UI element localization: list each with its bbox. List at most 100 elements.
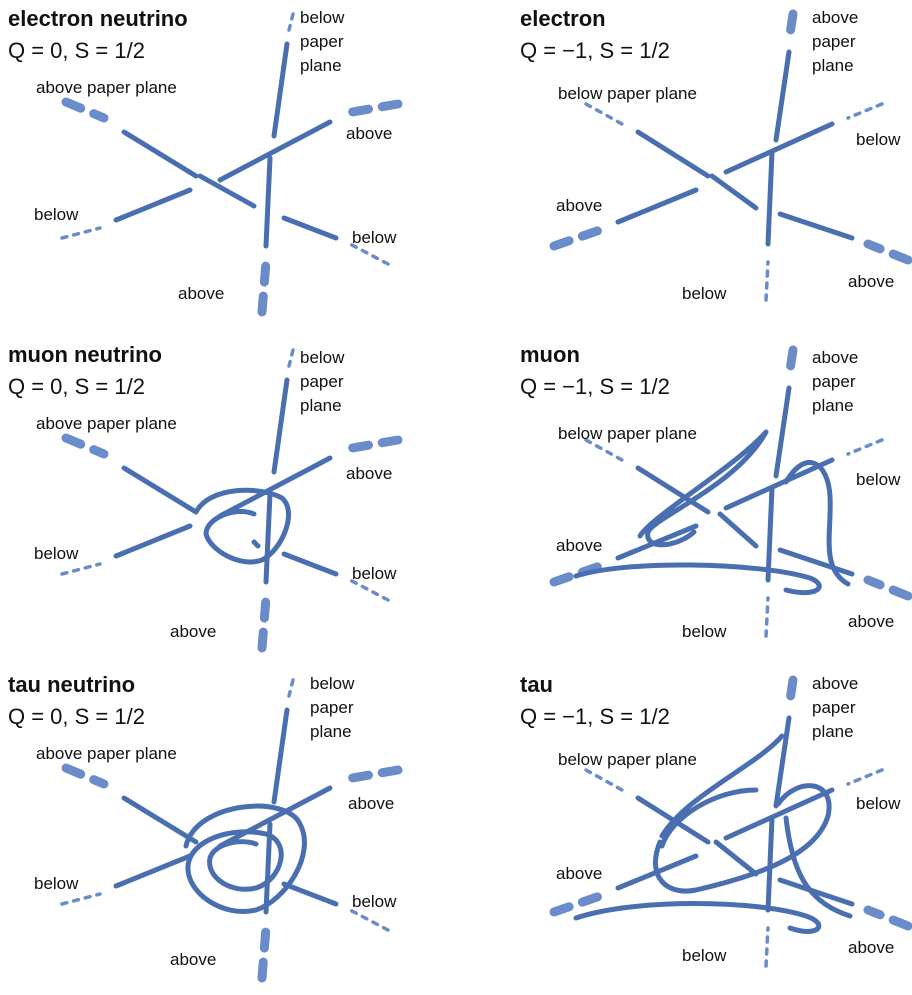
label-right-strand: above	[346, 464, 393, 483]
strand-left	[121, 795, 199, 845]
strand-lowright-tip	[863, 905, 912, 931]
panel-title: electron	[520, 6, 606, 31]
strand-right-tip	[846, 438, 884, 456]
strand-bottom-tip	[257, 923, 271, 983]
strand-lowleft	[113, 523, 193, 559]
label-lowright-strand: below	[352, 228, 397, 247]
charge-spin-label: Q = −1, S = 1/2	[520, 374, 670, 399]
strand-lowleft-tip	[549, 561, 605, 587]
strand-up-tip	[785, 9, 798, 39]
label-lowright-strand: below	[352, 564, 397, 583]
strand-left	[635, 465, 711, 515]
strand-bottom-tip	[257, 257, 271, 317]
strand-up	[271, 377, 290, 475]
tangle-muon	[549, 345, 912, 638]
strand-right	[723, 457, 835, 511]
strand-up-tip	[785, 345, 798, 375]
core-crossing-a	[709, 173, 759, 211]
tangle-tau	[549, 675, 912, 968]
label-left-strand: below paper plane	[558, 750, 697, 769]
charge-spin-label: Q = −1, S = 1/2	[520, 38, 670, 63]
charge-spin-label: Q = 0, S = 1/2	[8, 374, 145, 399]
strand-lowright	[777, 877, 855, 907]
label-lowright-strand: above	[848, 938, 895, 957]
core-loop-2	[573, 733, 853, 934]
strand-lowleft-tip	[60, 892, 102, 906]
label-right-strand: above	[348, 794, 395, 813]
panel-title: tau neutrino	[8, 672, 136, 697]
strand-lowleft-tip	[60, 226, 102, 240]
strand-bottom	[263, 821, 273, 915]
label-right-strand: below	[856, 470, 901, 489]
charge-spin-label: Q = 0, S = 1/2	[8, 704, 145, 729]
strand-bottom-tip	[764, 260, 770, 302]
strand-right-tip	[846, 102, 884, 120]
label-right-strand: above	[346, 124, 393, 143]
panel-title: tau	[520, 672, 553, 697]
label-left-strand: above paper plane	[36, 744, 177, 763]
strand-lowright-tip	[348, 578, 390, 602]
label-right-strand: below	[856, 794, 901, 813]
label-lowleft-strand: below	[34, 205, 79, 224]
strand-bottom-tip	[257, 593, 271, 653]
strand-lowleft-tip	[549, 225, 605, 251]
strand-up-tip	[287, 12, 295, 32]
strand-right-tip	[347, 765, 403, 783]
strand-bottom-tip	[764, 926, 770, 968]
strand-up	[773, 385, 792, 479]
label-bottom-strand: below	[682, 622, 727, 641]
label-lowleft-strand: above	[556, 864, 603, 883]
label-lowright-strand: above	[848, 612, 895, 631]
strand-up-tip	[287, 348, 295, 368]
strand-left-tip	[61, 433, 109, 459]
strand-up-tip	[785, 675, 798, 705]
core-loop-1	[193, 487, 292, 565]
strand-left-tip	[584, 438, 624, 462]
strand-right	[217, 785, 333, 849]
label-lowleft-strand: below	[34, 874, 79, 893]
strand-left-tip	[584, 102, 624, 126]
label-bottom-strand: below	[682, 946, 727, 965]
strand-up	[271, 707, 290, 805]
strand-lowright	[281, 551, 339, 577]
strand-left-tip	[584, 768, 624, 792]
panel-title: electron neutrino	[8, 6, 188, 31]
core-tail	[251, 539, 261, 549]
strand-lowleft	[113, 187, 193, 223]
label-left-strand: above paper plane	[36, 78, 177, 97]
strand-lowright	[777, 547, 855, 577]
label-bottom-strand: above	[178, 284, 225, 303]
strand-up-tip	[287, 678, 295, 698]
strand-left	[635, 129, 711, 179]
tangle-electron-neutrino	[60, 12, 403, 317]
strand-right-tip	[347, 99, 403, 117]
tangle-muon-neutrino	[60, 348, 403, 653]
strand-bottom	[263, 155, 273, 249]
strand-bottom	[765, 149, 775, 247]
strand-bottom	[765, 815, 775, 913]
core-loop-1	[573, 429, 851, 596]
strand-lowleft	[615, 187, 699, 225]
strand-up	[773, 49, 792, 143]
strand-right-tip	[846, 768, 884, 786]
core-crossing-a	[197, 173, 257, 209]
strand-left	[121, 465, 199, 515]
strand-lowright	[281, 881, 339, 907]
strand-right	[217, 455, 333, 519]
tangle-electron	[549, 9, 912, 302]
strand-left-tip	[61, 97, 109, 123]
label-left-strand: below paper plane	[558, 84, 697, 103]
label-lowleft-strand: below	[34, 544, 79, 563]
strand-lowright	[281, 215, 339, 241]
strand-right	[217, 119, 333, 183]
strand-lowright-tip	[348, 242, 390, 266]
panel-title: muon	[520, 342, 580, 367]
strand-bottom-tip	[764, 596, 770, 638]
